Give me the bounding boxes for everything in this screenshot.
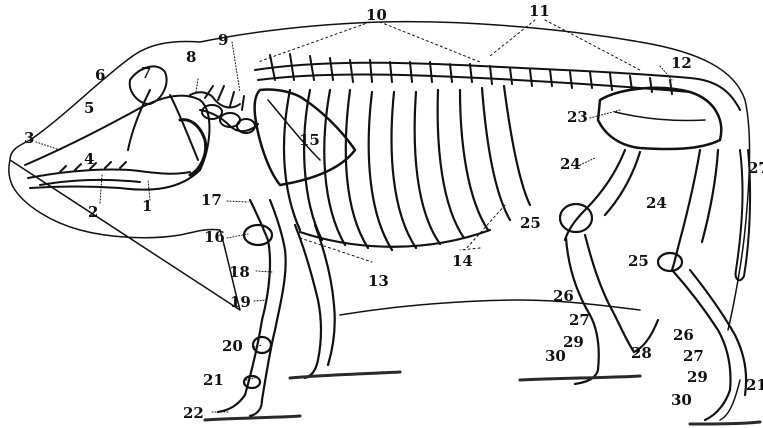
label-11: 11 <box>529 4 550 19</box>
pelvis <box>598 88 721 149</box>
label-27-tail: 27 <box>748 161 763 176</box>
label-25-front-hind: 25 <box>520 216 541 231</box>
label-4: 4 <box>84 152 94 167</box>
label-19: 19 <box>230 295 251 310</box>
cervical-vertebrae <box>190 86 258 133</box>
label-20: 20 <box>222 339 243 354</box>
label-7: 7 <box>141 66 151 81</box>
label-5: 5 <box>84 101 94 116</box>
label-28: 28 <box>631 346 652 361</box>
label-24-rear-hind: 24 <box>646 196 667 211</box>
label-24-front-hind: 24 <box>560 157 581 172</box>
label-21-rear-hind: 21 <box>746 378 763 393</box>
label-29-front-hind: 29 <box>563 335 584 350</box>
label-16: 16 <box>204 230 225 245</box>
label-9: 9 <box>218 33 228 48</box>
label-29-rear-hind: 29 <box>687 370 708 385</box>
label-3: 3 <box>24 131 34 146</box>
label-26-front-hind: 26 <box>553 289 574 304</box>
label-8: 8 <box>186 50 196 65</box>
label-17: 17 <box>201 193 222 208</box>
label-15: 15 <box>299 133 320 148</box>
skull <box>25 66 209 189</box>
label-21: 21 <box>203 373 224 388</box>
label-2: 2 <box>88 205 98 220</box>
label-30-rear-hind: 30 <box>671 393 692 408</box>
label-27-rear-hind: 27 <box>683 349 704 364</box>
label-12: 12 <box>671 56 692 71</box>
label-22: 22 <box>183 406 204 421</box>
label-13: 13 <box>368 274 389 289</box>
label-18: 18 <box>229 265 250 280</box>
label-10: 10 <box>366 8 387 23</box>
hind-legs <box>560 150 746 420</box>
label-26-rear-hind: 26 <box>673 328 694 343</box>
label-1: 1 <box>142 199 152 214</box>
label-14: 14 <box>452 254 473 269</box>
label-6: 6 <box>95 68 105 83</box>
label-27-front-hind: 27 <box>569 313 590 328</box>
label-25-rear-hind: 25 <box>628 254 649 269</box>
label-30-front-hind: 30 <box>545 349 566 364</box>
leader-lines <box>36 42 672 412</box>
label-23: 23 <box>567 110 588 125</box>
